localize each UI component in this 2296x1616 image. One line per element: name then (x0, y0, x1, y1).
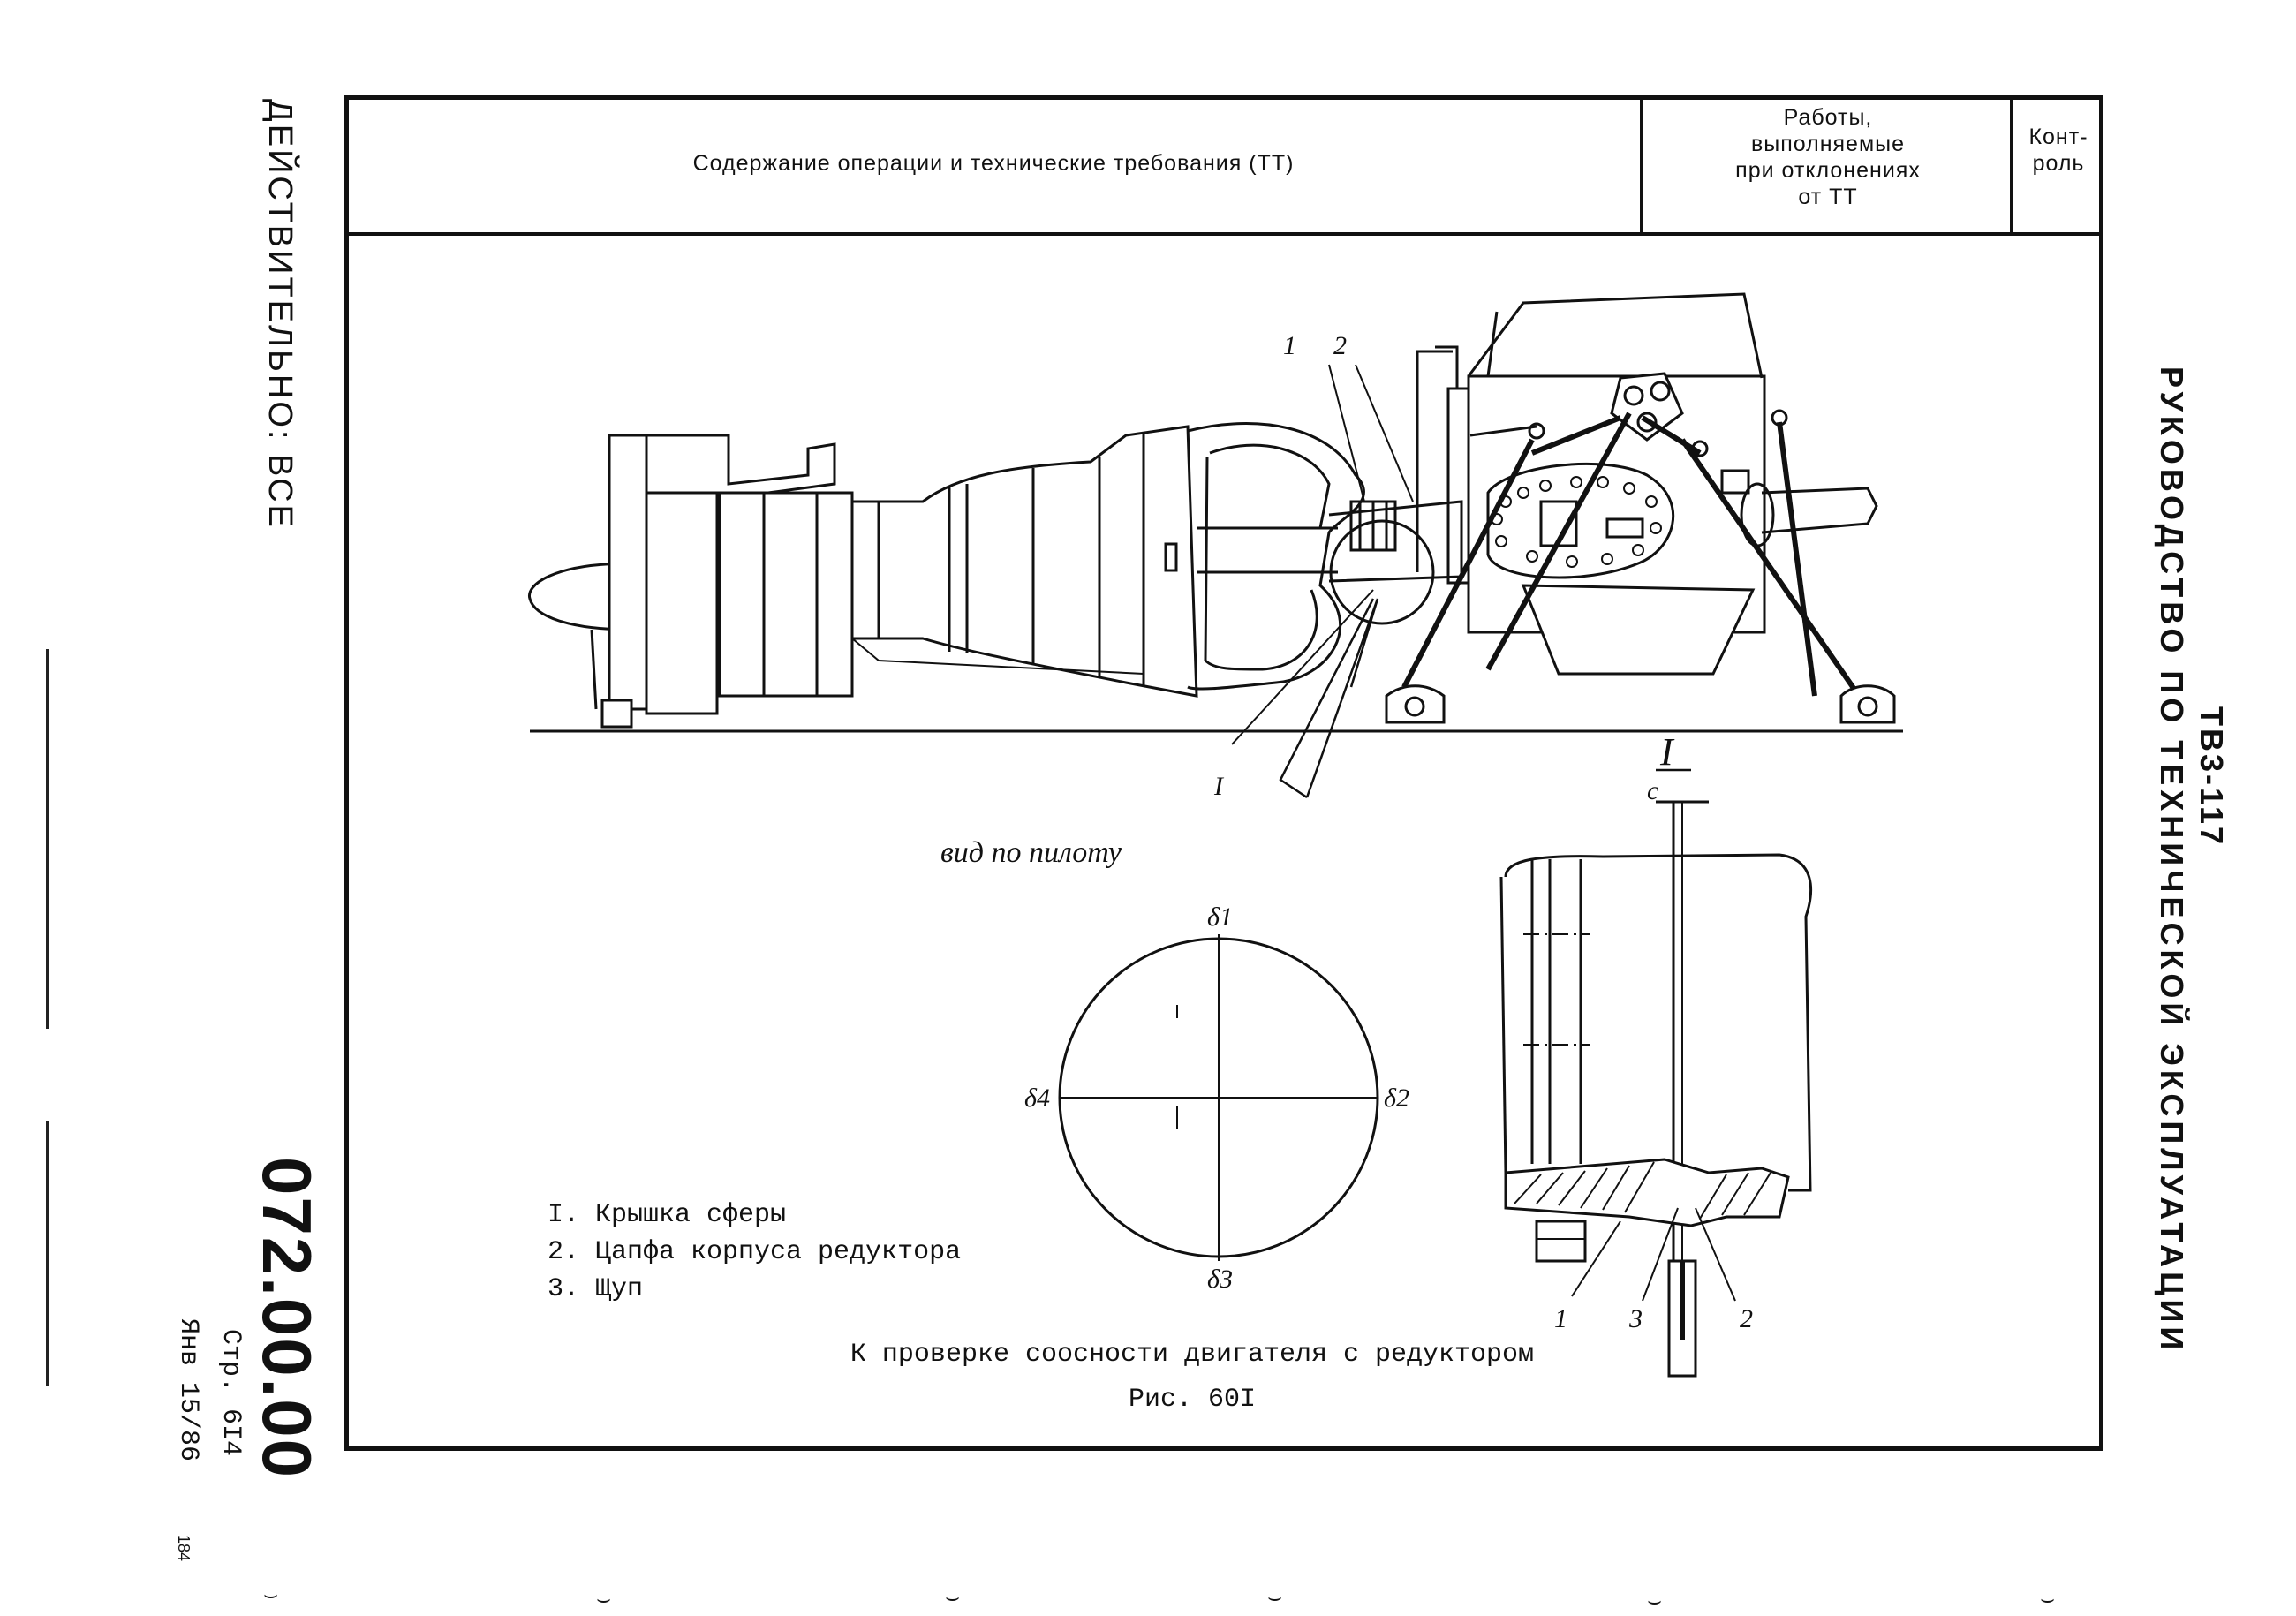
callout-label: 1 (1283, 331, 1296, 360)
header-column-divider-2 (2010, 95, 2013, 234)
punch-mark: ⌣ (596, 1585, 612, 1612)
punch-mark: ⌣ (945, 1583, 961, 1610)
circle-label-delta4: δ4 (1024, 1084, 1050, 1113)
margin-line-top (46, 649, 49, 1029)
header-col-deviation: Работы, выполняемые при отклонениях от Т… (1735, 105, 1921, 209)
callout-label: I (1213, 772, 1225, 801)
revision-date: Янв 15/86 (173, 1318, 203, 1462)
margin-line-bottom (46, 1121, 49, 1386)
validity-label: ДЕЙСТВИТЕЛЬНО: ВСЕ (261, 99, 298, 530)
header-col-control: Конт- роль (2028, 125, 2088, 176)
engine-model: ТВ3-117 (2194, 706, 2230, 848)
document-number: 072.00.00 (248, 1157, 326, 1480)
view-direction-label: вид по пилоту (940, 836, 1122, 869)
page-frame (344, 95, 2103, 1451)
technical-drawing: 1 2 I I c 1 3 2 вид по пилоту δ1 δ2 δ3 δ… (527, 292, 1903, 1378)
callout-label: c (1647, 776, 1658, 805)
punch-mark: ⌣ (1647, 1587, 1663, 1613)
circle-label-delta2: δ2 (1384, 1084, 1409, 1113)
detail-circle (1329, 519, 1435, 625)
legend-item: 3. Щуп (548, 1274, 644, 1304)
callout-label: 2 (1740, 1304, 1753, 1333)
header-divider (344, 232, 2103, 236)
punch-mark: ⌣ (2040, 1585, 2056, 1612)
circle-label-delta3: δ3 (1207, 1265, 1233, 1294)
sheet-number: 184 (175, 1535, 193, 1562)
callout-label: 3 (1628, 1304, 1643, 1333)
detail-view-label: I (1659, 730, 1675, 774)
legend-item: 2. Цапфа корпуса редуктора (548, 1237, 962, 1267)
legend-item: I. Крышка сферы (548, 1200, 787, 1230)
header-column-divider-1 (1640, 95, 1643, 234)
circle-label-delta1: δ1 (1207, 902, 1233, 932)
manual-title: РУКОВОДСТВО ПО ТЕХНИЧЕСКОЙ ЭКСПЛУАТАЦИИ (2154, 366, 2190, 1355)
callout-label: 1 (1554, 1304, 1567, 1333)
page-number: Стр. 6I4 (215, 1329, 245, 1457)
figure-caption: К проверке соосности двигателя с редукто… (850, 1340, 1535, 1370)
figure-number: Рис. 60I (1128, 1385, 1257, 1415)
header-col-main: Содержание операции и технические требов… (692, 151, 1295, 176)
figure-legend: I. Крышка сферы 2. Цапфа корпуса редукто… (548, 1197, 961, 1308)
punch-mark: ⌣ (263, 1581, 279, 1607)
spinner (527, 562, 633, 631)
punch-mark: ⌣ (1267, 1583, 1283, 1610)
callout-label: 2 (1333, 331, 1347, 360)
